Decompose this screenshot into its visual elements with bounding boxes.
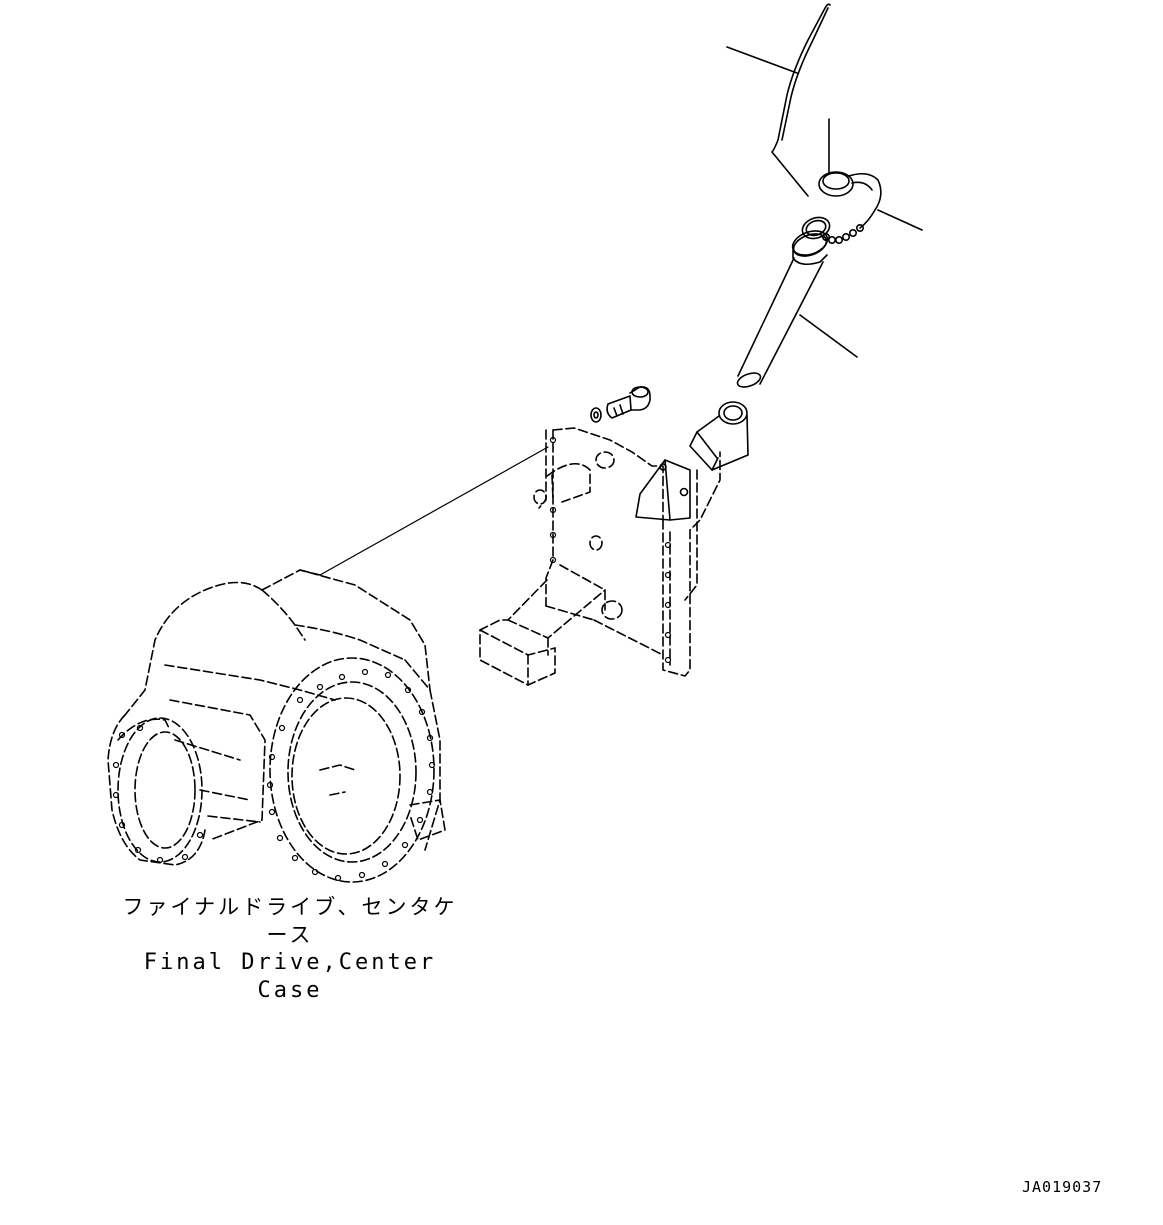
reference-code: JA019037 <box>1022 1178 1103 1196</box>
leader-lines <box>319 46 923 576</box>
bracket-foot <box>479 564 606 686</box>
mounting-bracket <box>533 427 721 677</box>
part-label-en: Final Drive,Center Case <box>143 950 437 1003</box>
bolt-part <box>590 386 651 423</box>
hose-part <box>771 3 831 197</box>
bracket-holes <box>549 436 672 664</box>
bracket-tab <box>635 459 691 521</box>
filler-pipe <box>736 216 831 388</box>
part-label: ファイナルドライブ、センタケース Final Drive,Center Case <box>120 893 460 1005</box>
flange-bolt-holes <box>112 668 436 882</box>
center-case-housing <box>107 569 446 883</box>
elbow-fitting <box>689 401 749 471</box>
cap-part <box>818 171 882 245</box>
part-label-jp: ファイナルドライブ、センタケース <box>122 895 458 947</box>
